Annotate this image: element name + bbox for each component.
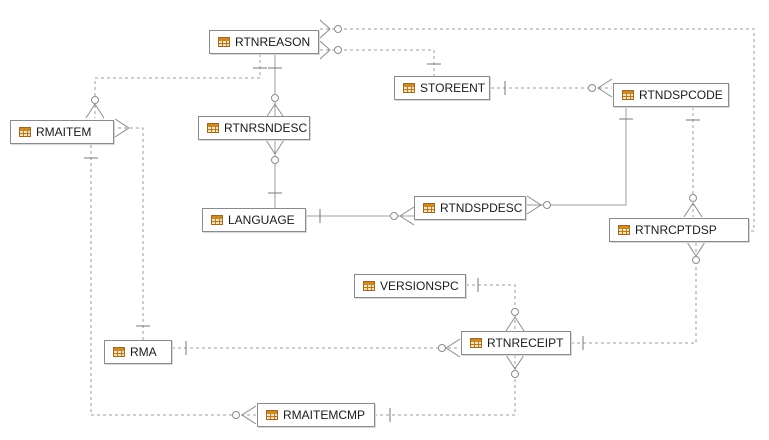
rel-rtndspcode-rtnrcptdsp[interactable] xyxy=(683,107,703,218)
rel-versionspc-rtnreceipt[interactable] xyxy=(466,278,525,332)
table-icon xyxy=(622,90,634,100)
entity-rtndspdesc[interactable]: RTNDSPDESC xyxy=(414,196,526,220)
entity-storeent[interactable]: STOREENT xyxy=(394,76,490,100)
entity-label: LANGUAGE xyxy=(228,213,295,227)
entity-rmaitemcmp[interactable]: RMAITEMCMP xyxy=(257,403,375,427)
table-icon xyxy=(266,410,278,420)
rel-rtnreason-rmaitem[interactable] xyxy=(85,54,267,119)
entity-rmaitem[interactable]: RMAITEM xyxy=(10,120,114,144)
table-icon xyxy=(403,83,415,93)
entity-rtndspcode[interactable]: RTNDSPCODE xyxy=(613,83,729,107)
rel-language-rtnrsndesc[interactable] xyxy=(265,139,285,208)
table-icon xyxy=(211,215,223,225)
entity-rtnrsndesc[interactable]: RTNRSNDESC xyxy=(198,116,310,140)
rel-rma-rmaitem[interactable] xyxy=(114,118,150,340)
entity-label: RTNDSPDESC xyxy=(440,201,523,215)
entity-rtnrcptdsp[interactable]: RTNRCPTDSP xyxy=(609,218,749,242)
entity-versionspc[interactable]: VERSIONSPC xyxy=(354,274,466,298)
entity-language[interactable]: LANGUAGE xyxy=(202,208,306,232)
table-icon xyxy=(207,123,219,133)
entity-rtnreceipt[interactable]: RTNRECEIPT xyxy=(461,331,571,355)
table-icon xyxy=(423,203,435,213)
entity-label: RTNDSPCODE xyxy=(639,88,723,102)
table-icon xyxy=(218,37,230,47)
rel-rma-rtnreceipt[interactable] xyxy=(172,338,461,358)
rel-rtndspcode-rtndspdesc[interactable] xyxy=(526,107,633,215)
entity-label: STOREENT xyxy=(420,81,486,95)
entity-label: RMA xyxy=(130,345,157,359)
rel-rtnreason-rtnrsndesc[interactable] xyxy=(265,54,285,119)
rel-rtnreceipt-rtnrcptdsp[interactable] xyxy=(571,241,706,350)
entity-label: RTNRSNDESC xyxy=(224,121,308,135)
table-icon xyxy=(470,338,482,348)
entity-label: RMAITEM xyxy=(36,125,92,139)
rel-rtnreceipt-rmaitemcmp[interactable] xyxy=(376,354,525,422)
rel-language-rtndspdesc[interactable] xyxy=(306,206,415,226)
table-icon xyxy=(113,347,125,357)
entity-rma[interactable]: RMA xyxy=(104,340,172,364)
entity-label: VERSIONSPC xyxy=(380,279,459,293)
entity-label: RTNRECEIPT xyxy=(487,336,564,350)
entity-label: RMAITEMCMP xyxy=(283,408,365,422)
entity-label: RTNREASON xyxy=(235,35,311,49)
table-icon xyxy=(363,281,375,291)
entity-label: RTNRCPTDSP xyxy=(635,223,717,237)
rel-storeent-rtndspcode[interactable] xyxy=(491,78,613,98)
rel-rmaitem-rmaitemcmp[interactable] xyxy=(84,145,257,425)
rel-storeent-rtnreason[interactable] xyxy=(319,40,441,77)
table-icon xyxy=(19,127,31,137)
table-icon xyxy=(618,225,630,235)
entity-rtnreason[interactable]: RTNREASON xyxy=(209,30,319,54)
